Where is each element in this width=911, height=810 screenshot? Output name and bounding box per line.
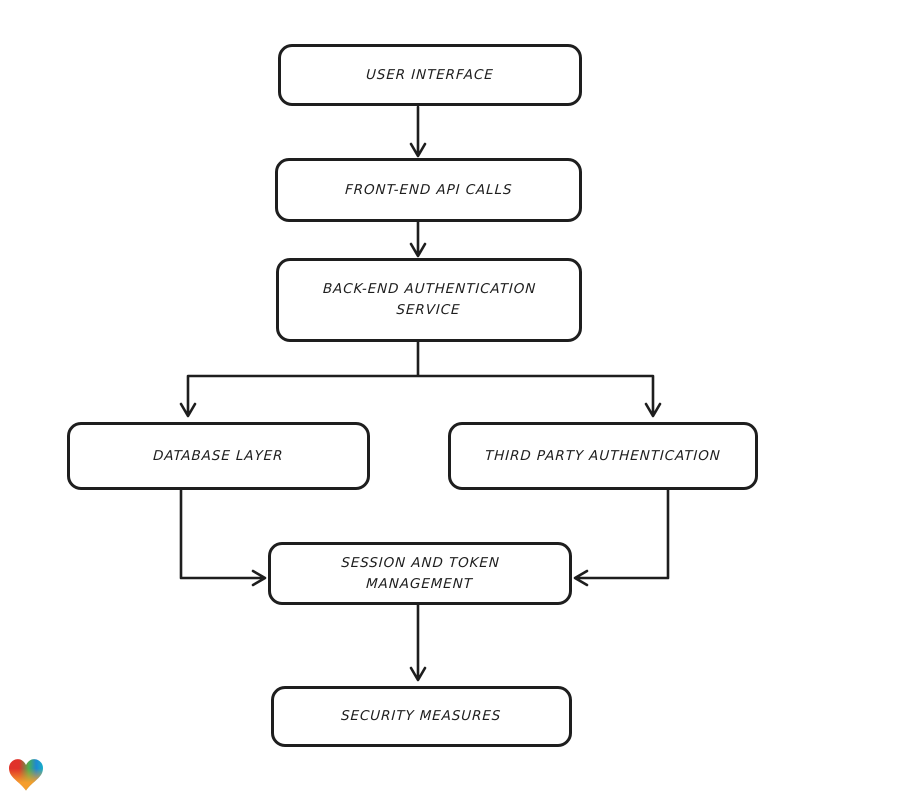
node-security-measures[interactable]: SECURITY MEASURES [271, 686, 572, 747]
node-session-and-token-management[interactable]: SESSION AND TOKEN MANAGEMENT [268, 542, 572, 605]
heart-logo-icon [9, 759, 43, 791]
edge-user-to-frontend [409, 105, 427, 158]
node-user-interface[interactable]: USER INTERFACE [278, 44, 582, 106]
node-database-layer-label: DATABASE LAYER [152, 447, 285, 464]
node-database-layer[interactable]: DATABASE LAYER [67, 422, 370, 490]
node-user-interface-label: USER INTERFACE [365, 66, 495, 83]
edge-thirdparty-to-session [573, 488, 670, 587]
edge-backend-split [179, 340, 662, 418]
node-front-end-api-calls[interactable]: FRONT-END API CALLS [275, 158, 582, 222]
edge-database-to-session [179, 488, 267, 587]
edge-frontend-to-backend [409, 220, 427, 258]
node-front-end-api-calls-label: FRONT-END API CALLS [344, 181, 513, 198]
node-session-and-token-management-label: SESSION AND TOKEN MANAGEMENT [340, 554, 501, 592]
node-security-measures-label: SECURITY MEASURES [340, 708, 503, 725]
node-back-end-authentication-service-label: BACK-END AUTHENTICATION SERVICE [322, 281, 537, 318]
edge-session-to-security [409, 603, 427, 682]
node-back-end-authentication-service[interactable]: BACK-END AUTHENTICATION SERVICE [276, 258, 582, 342]
node-third-party-authentication[interactable]: THIRD PARTY AUTHENTICATION [448, 422, 758, 490]
node-third-party-authentication-label: THIRD PARTY AUTHENTICATION [484, 447, 722, 464]
